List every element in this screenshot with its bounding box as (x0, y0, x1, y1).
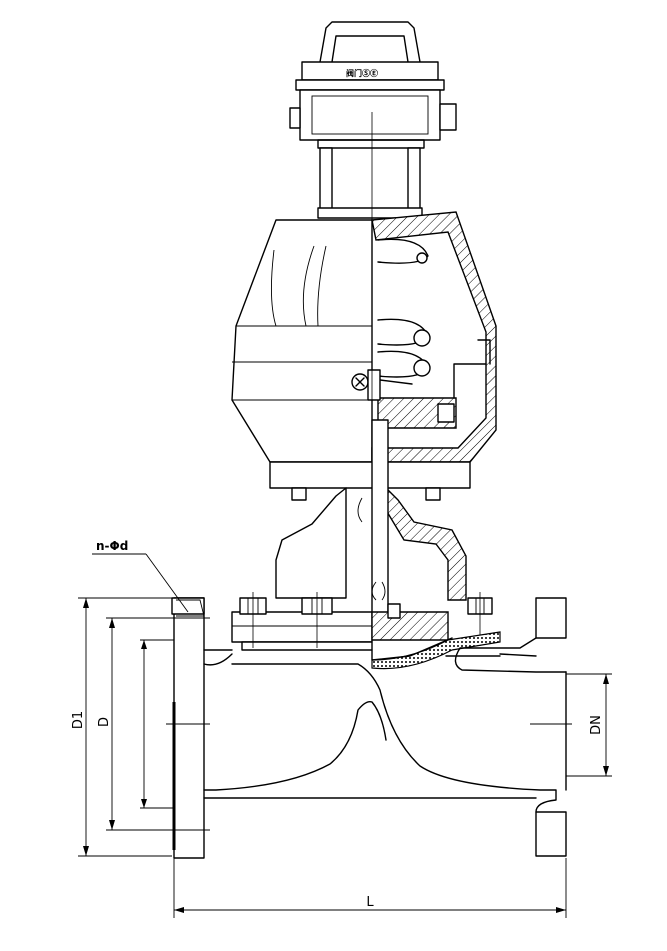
holes-label: n-Φd (96, 539, 128, 553)
bonnet (275, 419, 467, 621)
l-label: L (366, 895, 374, 910)
d1-label: D1 (71, 711, 86, 729)
dimensions: n-Φd D1 D DN L (71, 539, 612, 918)
position-indicator: 阀门ⓈⒺ (289, 21, 457, 149)
actuator (231, 211, 497, 489)
cap-label: 阀门ⓈⒺ (346, 68, 378, 78)
dn-label: DN (589, 715, 604, 735)
yoke-columns (317, 147, 423, 219)
spring (377, 238, 431, 385)
diaphragm-flange (231, 592, 501, 670)
valve-body (171, 597, 567, 859)
d-label: D (97, 717, 112, 727)
